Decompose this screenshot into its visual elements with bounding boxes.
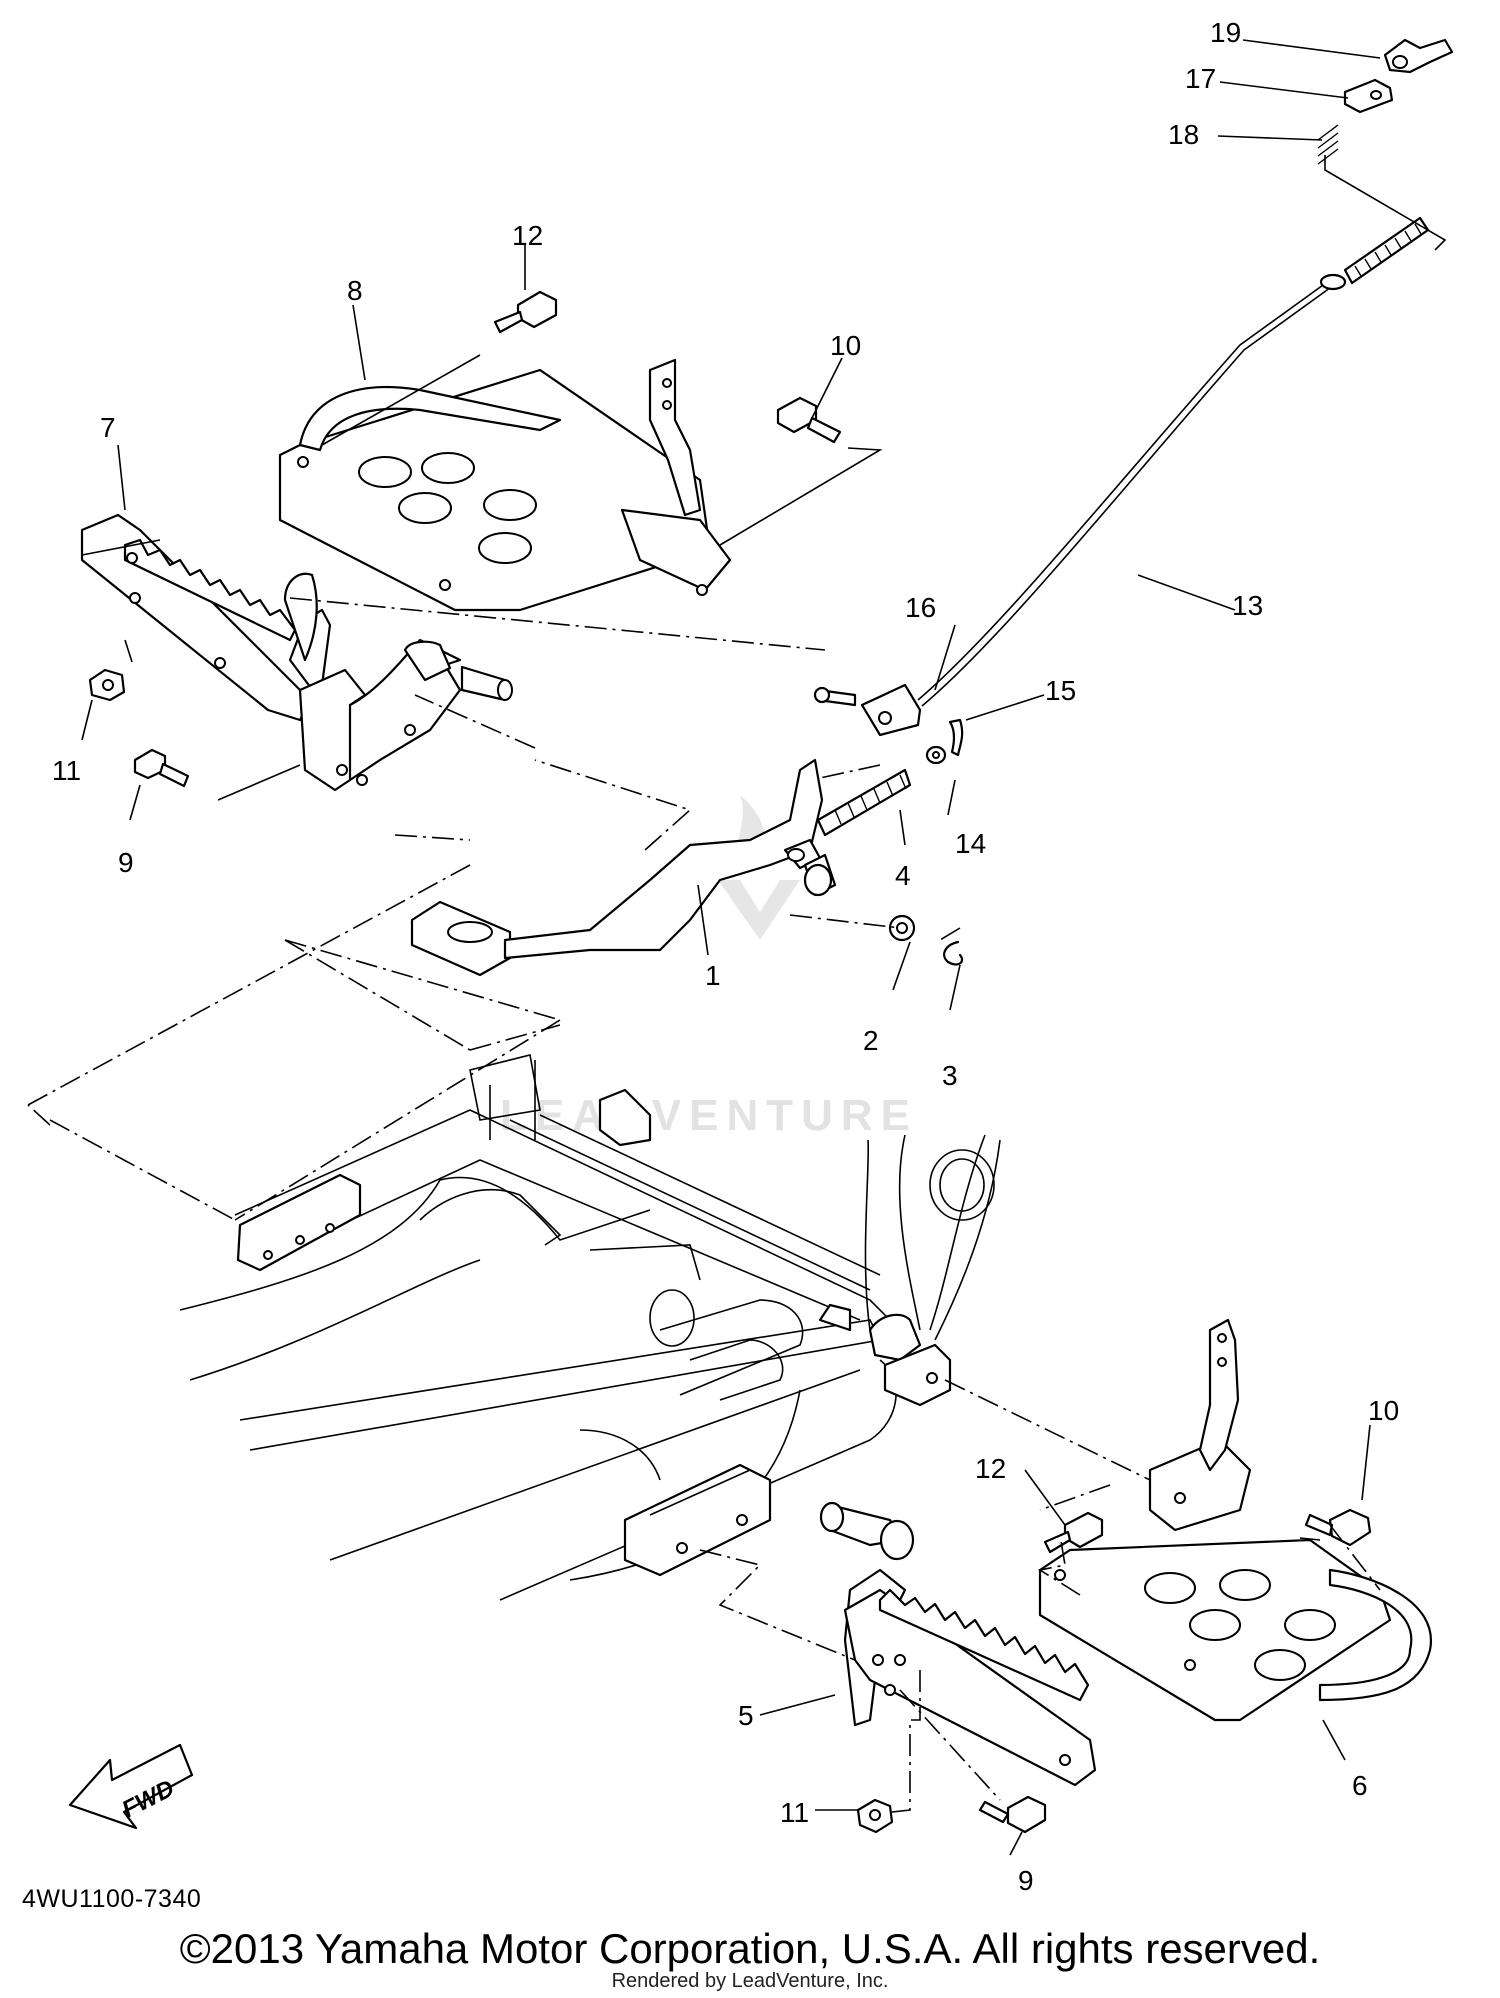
footrest-guard-right-6 xyxy=(1038,1318,1433,1722)
clevis-16 xyxy=(813,683,922,737)
nut-11-bottom xyxy=(856,1798,894,1834)
callout-10-top: 10 xyxy=(830,330,861,361)
callout-3: 3 xyxy=(942,1060,958,1091)
callout-9-bottom: 9 xyxy=(1018,1865,1034,1896)
callout-11-bottom: 11 xyxy=(780,1797,809,1828)
leadventure-watermark-logo: LEADVENTURE xyxy=(500,795,918,1140)
bolt-9-bottom xyxy=(978,1795,1047,1834)
bolt-12-bottom xyxy=(1043,1511,1104,1554)
washer-14 xyxy=(925,745,947,765)
callout-1: 1 xyxy=(705,960,721,991)
diagram-code: 4WU1100-7340 xyxy=(22,1885,202,1913)
fwd-arrow-icon: FWD xyxy=(68,1743,194,1830)
leader-lines xyxy=(81,39,1447,1856)
callout-17: 17 xyxy=(1185,63,1216,94)
nut-11-top xyxy=(88,668,126,702)
callout-10-bottom: 10 xyxy=(1368,1395,1399,1426)
callout-16: 16 xyxy=(905,592,936,623)
callout-8: 8 xyxy=(347,275,363,306)
copyright-notice: ©2013 Yamaha Motor Corporation, U.S.A. A… xyxy=(179,1925,1321,1972)
spring-4 xyxy=(816,768,912,837)
wingnut-19 xyxy=(1383,38,1454,74)
callout-2: 2 xyxy=(863,1025,879,1056)
callout-9-top: 9 xyxy=(118,847,134,878)
assembly-lines xyxy=(27,597,1381,1813)
frame xyxy=(179,1054,1001,1601)
pin-17 xyxy=(1343,78,1394,114)
brake-rod-13 xyxy=(917,216,1430,707)
callout-18: 18 xyxy=(1168,119,1199,150)
watermark-text: LEADVENTURE xyxy=(500,1091,918,1140)
footrest-right-5 xyxy=(819,1501,1097,1787)
spring-18 xyxy=(1317,124,1339,165)
callout-14: 14 xyxy=(955,828,986,859)
bolt-10-top xyxy=(776,396,842,444)
callout-6: 6 xyxy=(1352,1770,1368,1801)
callout-12-bottom: 12 xyxy=(975,1453,1006,1484)
bolt-12-top xyxy=(493,290,558,334)
footrest-left-7 xyxy=(80,513,513,792)
bolt-10-bottom xyxy=(1304,1508,1372,1547)
footrest-guard-left-8 xyxy=(278,358,732,612)
washer-2 xyxy=(888,914,916,942)
circlip-3 xyxy=(943,940,964,966)
callout-11-top: 11 xyxy=(52,755,81,786)
callout-12-top: 12 xyxy=(512,220,543,251)
rendered-by-notice: Rendered by LeadVenture, Inc. xyxy=(611,1970,889,1992)
callout-13: 13 xyxy=(1232,590,1263,621)
callout-5: 5 xyxy=(738,1700,754,1731)
callout-7: 7 xyxy=(100,412,116,443)
callout-numbers: 19 17 18 12 8 10 7 13 16 15 11 14 9 4 1 … xyxy=(52,17,1399,1896)
bolt-9-top xyxy=(133,748,190,788)
pin-15 xyxy=(948,718,964,757)
brake-pedal-1 xyxy=(410,758,837,977)
callout-15: 15 xyxy=(1045,675,1076,706)
callout-19: 19 xyxy=(1210,17,1241,48)
callout-4: 4 xyxy=(895,860,911,891)
